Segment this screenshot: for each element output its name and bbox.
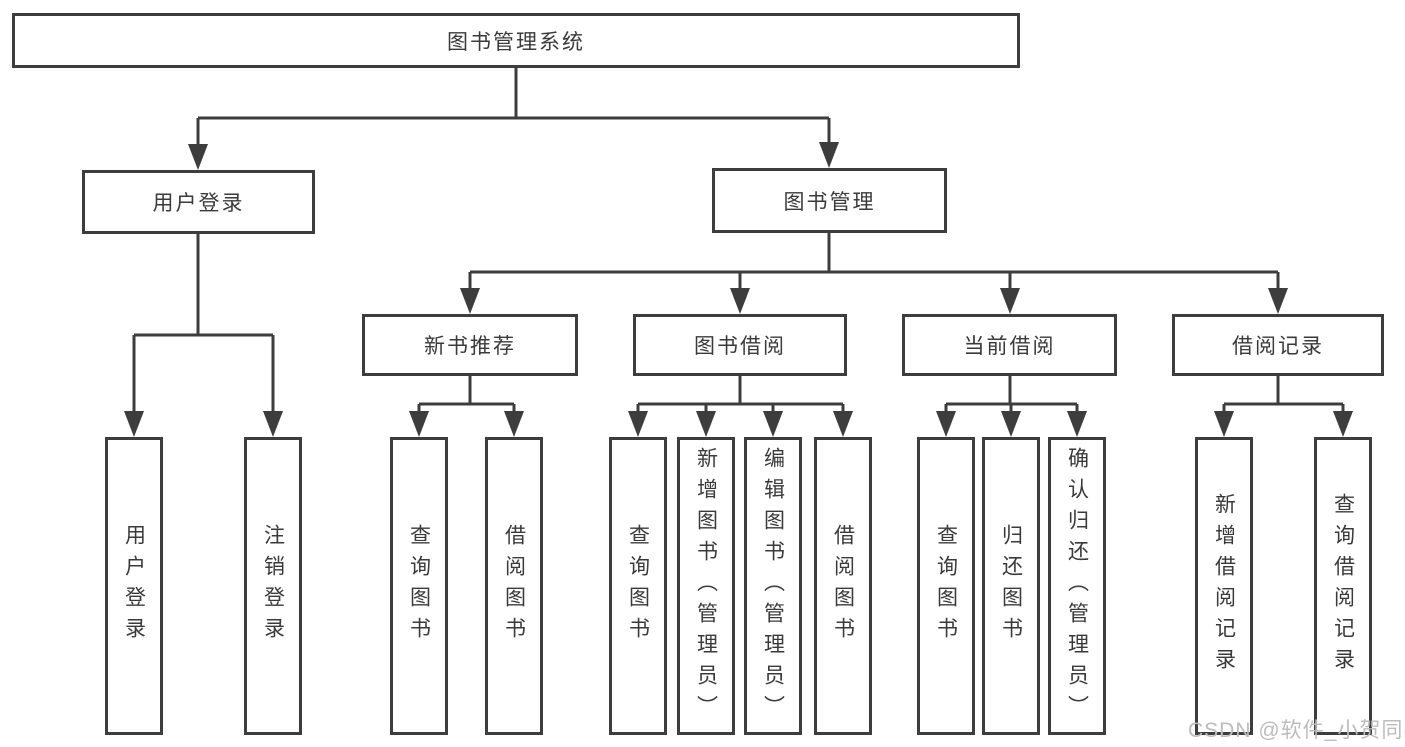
node-user-login: 用户登录 [82, 170, 315, 234]
leaf-edit-books-admin: 编辑图书（管理员） [744, 437, 802, 735]
arrowhead [763, 411, 783, 437]
node-new-book-recommendation: 新书推荐 [362, 314, 578, 376]
leaf-label: 注销登录 [261, 524, 285, 648]
arrowhead [263, 411, 283, 437]
leaf-query-books-borrowing: 查询图书 [609, 437, 667, 735]
leaf-label: 用户登录 [122, 524, 146, 648]
arrowhead [1268, 288, 1288, 314]
leaf-label: 查询借阅记录 [1331, 493, 1355, 679]
node-book-borrowing: 图书借阅 [633, 314, 847, 376]
leaf-label: 新增图书（管理员） [694, 446, 718, 726]
leaf-label: 归还图书 [999, 524, 1023, 648]
leaf-confirm-return-admin: 确认归还（管理员） [1048, 437, 1106, 735]
leaf-borrow-books-recommend: 借阅图书 [485, 437, 543, 735]
leaf-label: 编辑图书（管理员） [761, 446, 785, 726]
arrowhead [504, 411, 524, 437]
node-borrowing-records: 借阅记录 [1172, 314, 1384, 376]
leaf-query-books-recommend: 查询图书 [390, 437, 448, 735]
arrowhead [833, 411, 853, 437]
leaf-user-login: 用户登录 [105, 437, 163, 735]
leaf-add-borrow-record: 新增借阅记录 [1195, 437, 1253, 735]
watermark: CSDN @软件_小贺同学 [1188, 719, 1405, 742]
node-label: 图书管理 [783, 190, 876, 214]
leaf-label: 查询图书 [407, 524, 431, 648]
node-label: 图书管理系统 [447, 30, 585, 54]
leaf-logout: 注销登录 [244, 437, 302, 735]
node-label: 新书推荐 [424, 335, 516, 358]
node-label: 图书借阅 [694, 335, 786, 358]
node-book-management: 图书管理 [712, 168, 947, 233]
arrowhead [124, 411, 144, 437]
arrowhead [730, 288, 750, 314]
leaf-label: 查询图书 [934, 524, 958, 648]
node-label: 借阅记录 [1232, 335, 1324, 358]
arrowhead [409, 411, 429, 437]
arrowhead [460, 288, 480, 314]
leaf-query-borrow-record: 查询借阅记录 [1314, 437, 1372, 735]
arrowhead [1333, 411, 1353, 437]
leaf-add-books-admin: 新增图书（管理员） [677, 437, 735, 735]
arrowhead [819, 142, 839, 168]
node-label: 当前借阅 [963, 335, 1056, 358]
arrowhead [188, 144, 208, 170]
arrowhead [1001, 411, 1021, 437]
node-label: 用户登录 [152, 192, 245, 215]
arrowhead [1214, 411, 1234, 437]
leaf-label: 借阅图书 [502, 524, 526, 648]
leaf-label: 查询图书 [626, 524, 650, 648]
leaf-label: 确认归还（管理员） [1065, 446, 1089, 726]
arrowhead [1067, 411, 1087, 437]
leaf-query-books-current: 查询图书 [917, 437, 975, 735]
node-current-borrowing: 当前借阅 [902, 314, 1117, 376]
arrowhead [936, 411, 956, 437]
arrowhead [1000, 288, 1020, 314]
arrowhead [696, 411, 716, 437]
leaf-borrow-books-borrowing: 借阅图书 [814, 437, 872, 735]
leaf-label: 新增借阅记录 [1212, 493, 1236, 679]
node-root-book-management-system: 图书管理系统 [12, 13, 1020, 68]
leaf-return-books: 归还图书 [982, 437, 1040, 735]
leaf-label: 借阅图书 [831, 524, 855, 648]
arrowhead [628, 411, 648, 437]
